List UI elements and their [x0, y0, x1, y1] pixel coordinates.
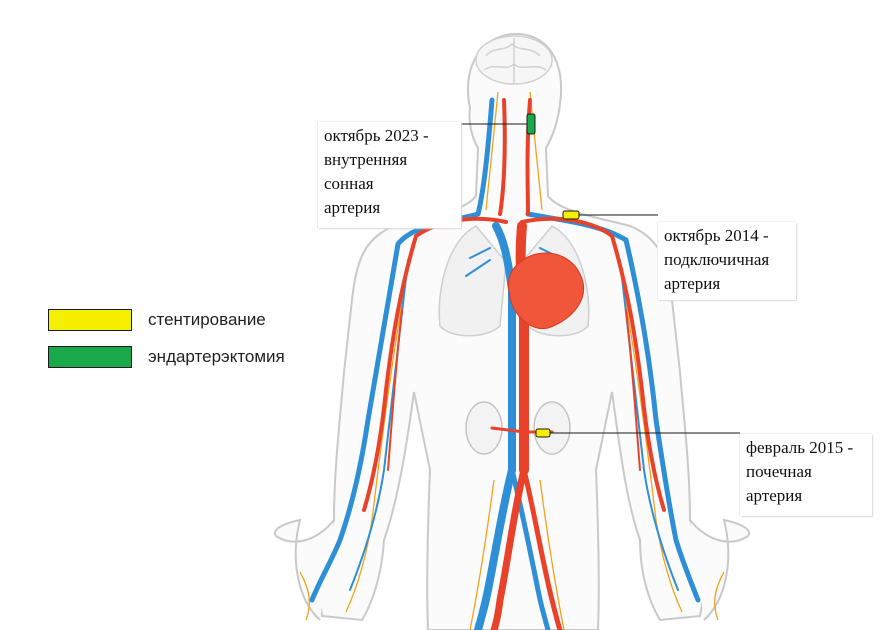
renal-stent-marker [536, 429, 550, 437]
callout-subclavian-artery: октябрь 2014 - подключичная артерия [658, 222, 796, 300]
callout-carotid-artery: октябрь 2023 - внутренняя сонная артерия [318, 122, 461, 228]
callout-line: октябрь 2014 - [664, 224, 790, 248]
callout-line: артерия [664, 272, 790, 296]
legend-label-stenting: стентирование [148, 309, 266, 331]
subclavian-stent-marker [563, 211, 579, 219]
legend-label-endarterectomy: эндартерэктомия [148, 346, 285, 368]
callout-line: февраль 2015 - [746, 436, 866, 460]
legend-swatch-endarterectomy [48, 346, 132, 368]
brain [476, 36, 552, 84]
callout-line: внутренняя [324, 148, 455, 172]
callout-renal-artery: февраль 2015 - почечная артерия [740, 434, 872, 516]
callout-line: сонная [324, 172, 455, 196]
carotid-endarterectomy-marker [527, 114, 535, 134]
callout-line: октябрь 2023 - [324, 124, 455, 148]
callout-line: подключичная [664, 248, 790, 272]
callout-line: почечная [746, 460, 866, 484]
legend-swatch-stenting [48, 309, 132, 331]
callout-line: артерия [324, 196, 455, 220]
callout-line: артерия [746, 484, 866, 508]
